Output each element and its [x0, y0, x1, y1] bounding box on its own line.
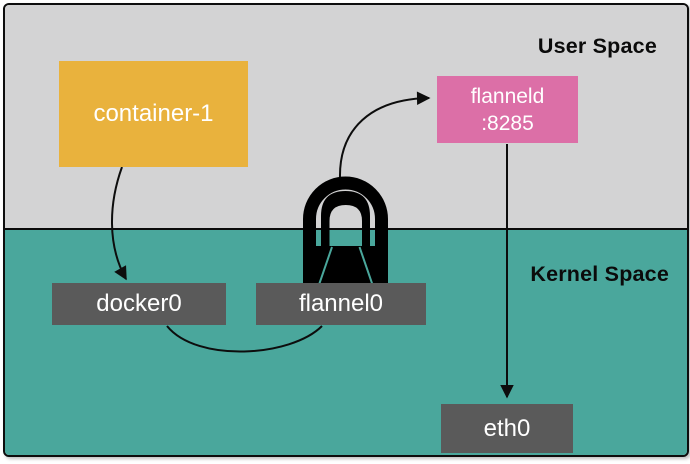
- node-flanneld-port: :8285: [481, 111, 534, 135]
- node-flanneld-label: flanneld: [470, 84, 545, 108]
- node-container-1-label: container-1: [93, 100, 214, 127]
- node-docker0: docker0: [52, 283, 226, 325]
- node-eth0: eth0: [441, 404, 573, 453]
- node-container-1: container-1: [59, 61, 248, 167]
- diagram-frame: container-1 flanneld :8285 docker0 flann…: [3, 3, 689, 457]
- tunnel-icon: [303, 176, 388, 292]
- kernel-space-label: Kernel Space: [530, 262, 669, 286]
- node-flannel0: flannel0: [256, 283, 426, 325]
- node-flanneld: flanneld :8285: [437, 76, 578, 143]
- edge-container1-docker0: [111, 166, 127, 281]
- edge-docker0-flannel0: [166, 325, 323, 353]
- node-flannel0-label: flannel0: [298, 290, 384, 317]
- user-space-label: User Space: [537, 34, 657, 58]
- node-docker0-label: docker0: [96, 290, 182, 317]
- edge-tunnel-flanneld: [338, 91, 431, 179]
- connector-arrows: [111, 91, 514, 399]
- node-eth0-label: eth0: [483, 414, 531, 442]
- space-divider-line: [5, 228, 687, 231]
